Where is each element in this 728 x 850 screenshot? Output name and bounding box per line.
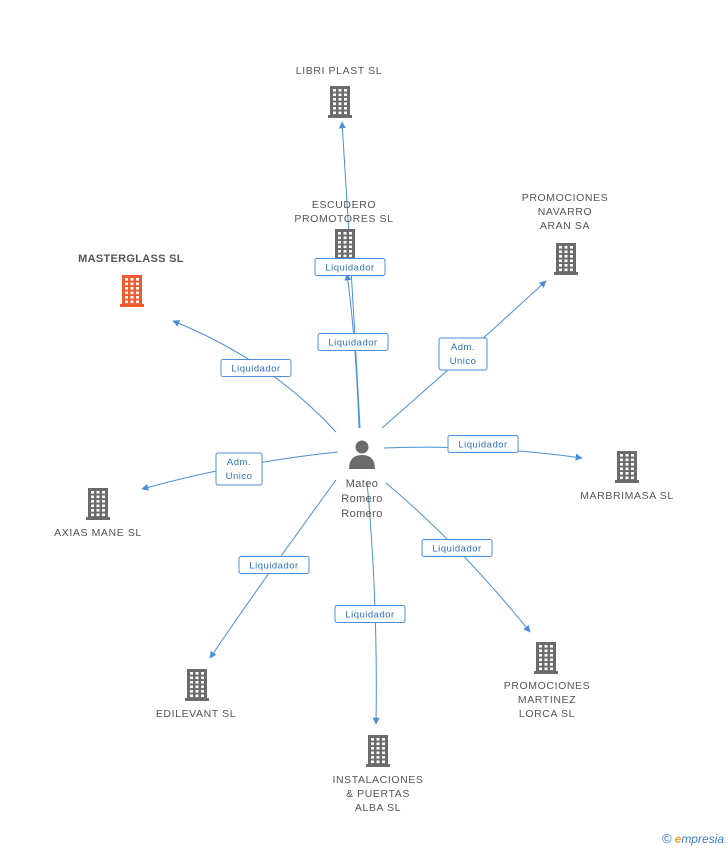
building-icon[interactable] bbox=[554, 243, 578, 275]
company-name-navarro[interactable]: NAVARRO bbox=[538, 206, 593, 218]
person-name[interactable]: Romero bbox=[341, 508, 383, 520]
company-name-edilevant[interactable]: EDILEVANT SL bbox=[156, 708, 236, 720]
role-badge-instalaciones: Liquidador bbox=[334, 605, 406, 623]
company-name-instalaciones[interactable]: ALBA SL bbox=[355, 802, 401, 814]
building-icon[interactable] bbox=[615, 451, 639, 483]
building-icon[interactable] bbox=[120, 275, 144, 307]
company-name-masterglass[interactable]: MASTERGLASS SL bbox=[78, 253, 184, 265]
edge-instalaciones bbox=[366, 481, 380, 725]
building-icon[interactable] bbox=[86, 488, 110, 520]
role-label: Liquidador bbox=[325, 263, 374, 274]
brand-name: mpresia bbox=[681, 832, 724, 846]
role-label: Unico bbox=[450, 356, 477, 367]
building-icon[interactable] bbox=[328, 86, 352, 118]
role-badge-libri: Liquidador bbox=[314, 258, 386, 276]
company-name-navarro[interactable]: PROMOCIONES bbox=[522, 192, 609, 204]
role-badge-martinez: Liquidador bbox=[421, 539, 493, 557]
copyright-icon: © bbox=[662, 831, 672, 846]
role-badge-axias: Adm. Unico bbox=[215, 452, 263, 486]
building-icon[interactable] bbox=[333, 229, 357, 261]
brand-footer[interactable]: ©empresia bbox=[662, 831, 724, 846]
role-label: Liquidador bbox=[328, 338, 377, 349]
company-name-escudero[interactable]: PROMOTORES SL bbox=[294, 213, 393, 225]
person-name[interactable]: Mateo bbox=[346, 478, 379, 490]
role-label: Liquidador bbox=[231, 364, 280, 375]
building-icon[interactable] bbox=[185, 669, 209, 701]
role-badge-masterglass: Liquidador bbox=[220, 359, 292, 377]
role-badge-navarro: Adm. Unico bbox=[438, 337, 488, 371]
company-name-instalaciones[interactable]: & PUERTAS bbox=[346, 788, 410, 800]
company-name-marbrimasa[interactable]: MARBRIMASA SL bbox=[580, 490, 674, 502]
company-name-axias[interactable]: AXIAS MANE SL bbox=[54, 527, 142, 539]
edge-martinez bbox=[385, 482, 531, 633]
company-name-instalaciones[interactable]: INSTALACIONES bbox=[332, 774, 423, 786]
company-name-navarro[interactable]: ARAN SA bbox=[540, 220, 590, 232]
role-badge-marbrimasa: Liquidador bbox=[447, 435, 519, 453]
role-badge-edilevant: Liquidador bbox=[238, 556, 310, 574]
role-label: Adm. bbox=[227, 457, 251, 468]
role-label: Liquidador bbox=[432, 544, 481, 555]
company-name-martinez[interactable]: MARTINEZ bbox=[518, 694, 576, 706]
company-name-martinez[interactable]: PROMOCIONES bbox=[504, 680, 591, 692]
company-name-libri[interactable]: LIBRI PLAST SL bbox=[296, 65, 382, 77]
role-label: Liquidador bbox=[345, 610, 394, 621]
building-icon[interactable] bbox=[366, 735, 390, 767]
role-badge-escudero: Liquidador bbox=[317, 333, 389, 351]
role-label: Unico bbox=[226, 471, 253, 482]
role-label: Liquidador bbox=[458, 440, 507, 451]
edge-libri bbox=[338, 121, 361, 429]
role-label: Adm. bbox=[451, 342, 475, 353]
role-label: Liquidador bbox=[249, 561, 298, 572]
brand-logo-initial: e bbox=[674, 832, 682, 846]
building-icon[interactable] bbox=[534, 642, 558, 674]
person-icon bbox=[349, 440, 375, 469]
person-name[interactable]: Romero bbox=[341, 493, 383, 505]
company-name-escudero[interactable]: ESCUDERO bbox=[312, 199, 376, 211]
company-name-martinez[interactable]: LORCA SL bbox=[519, 708, 575, 720]
